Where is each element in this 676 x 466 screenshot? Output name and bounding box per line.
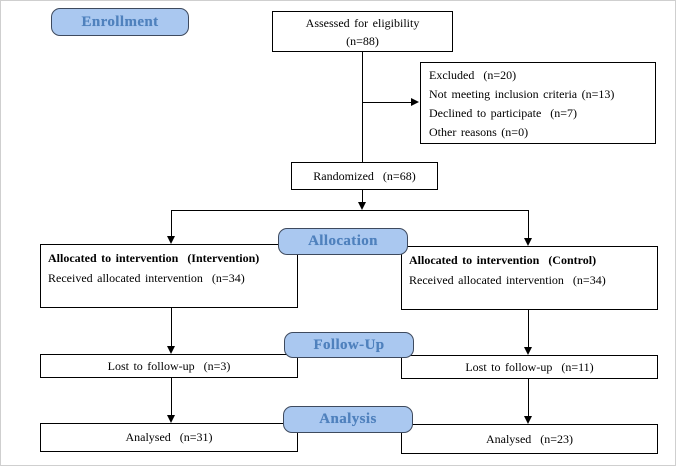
- stage-badge-follow-up: Follow-Up: [284, 332, 414, 358]
- analysed-intervention-text: Analysed (n=31): [125, 430, 213, 444]
- connector-assessed-to-randomized: [362, 52, 363, 162]
- connector-allocation-to-followup-intervention: [171, 308, 172, 346]
- excluded-inclusion-criteria-text: Not meeting inclusion criteria (n=13): [429, 87, 615, 101]
- connector-followup-to-analysis-control: [528, 379, 529, 416]
- arrowhead-into-followup-control: [524, 347, 532, 355]
- arrowhead-into-followup-intervention: [167, 346, 175, 354]
- allocation-intervention-title: Allocated to intervention (Intervention): [48, 251, 260, 265]
- arrowhead-into-allocation-control: [524, 238, 532, 246]
- analysed-intervention-box: Analysed (n=31): [40, 423, 298, 452]
- lost-followup-intervention-text: Lost to follow-up (n=3): [107, 358, 231, 373]
- allocation-control-title: Allocated to intervention (Control): [409, 253, 597, 267]
- analysed-control-text: Analysed (n=23): [485, 431, 574, 446]
- analysed-control-box: Analysed (n=23): [401, 424, 658, 454]
- arrowhead-into-excluded: [411, 98, 419, 106]
- stage-badge-analysis: Analysis: [283, 406, 413, 433]
- stage-badge-enrollment: Enrollment: [51, 8, 189, 36]
- allocation-control-detail: Received allocated intervention (n=34): [409, 273, 606, 287]
- connector-randomized-to-split: [362, 190, 363, 203]
- assessed-eligibility-text: Assessed for eligibility: [305, 15, 420, 30]
- arrowhead-into-analysis-control: [524, 416, 532, 424]
- arrowhead-into-split: [358, 202, 366, 210]
- randomized-text: Randomized (n=68): [313, 168, 416, 183]
- arrowhead-into-analysis-intervention: [167, 415, 175, 423]
- assessed-eligibility-n: (n=88): [346, 33, 379, 48]
- connector-followup-to-analysis-intervention: [171, 378, 172, 415]
- lost-followup-intervention-box: Lost to follow-up (n=3): [40, 354, 298, 378]
- lost-followup-control-text: Lost to follow-up (n=11): [465, 359, 594, 374]
- assessed-eligibility-box: Assessed for eligibility (n=88): [272, 11, 453, 52]
- connector-split-to-intervention: [171, 210, 172, 236]
- stage-badge-allocation: Allocation: [278, 228, 408, 255]
- allocation-intervention-box: Allocated to intervention (Intervention)…: [40, 244, 298, 308]
- excluded-total-text: Excluded (n=20): [429, 68, 517, 82]
- excluded-box: Excluded (n=20) Not meeting inclusion cr…: [420, 62, 656, 144]
- connector-branch-to-excluded: [362, 102, 412, 103]
- excluded-declined-text: Declined to participate (n=7): [429, 106, 578, 120]
- arrowhead-into-allocation-intervention: [167, 236, 175, 244]
- randomized-box: Randomized (n=68): [291, 162, 438, 190]
- allocation-control-box: Allocated to intervention (Control) Rece…: [401, 246, 658, 310]
- allocation-intervention-detail: Received allocated intervention (n=34): [48, 271, 245, 285]
- excluded-other-reasons-text: Other reasons (n=0): [429, 125, 529, 139]
- connector-allocation-to-followup-control: [528, 310, 529, 347]
- connector-split-horizontal: [171, 210, 529, 211]
- connector-split-to-control: [528, 210, 529, 238]
- lost-followup-control-box: Lost to follow-up (n=11): [401, 355, 658, 379]
